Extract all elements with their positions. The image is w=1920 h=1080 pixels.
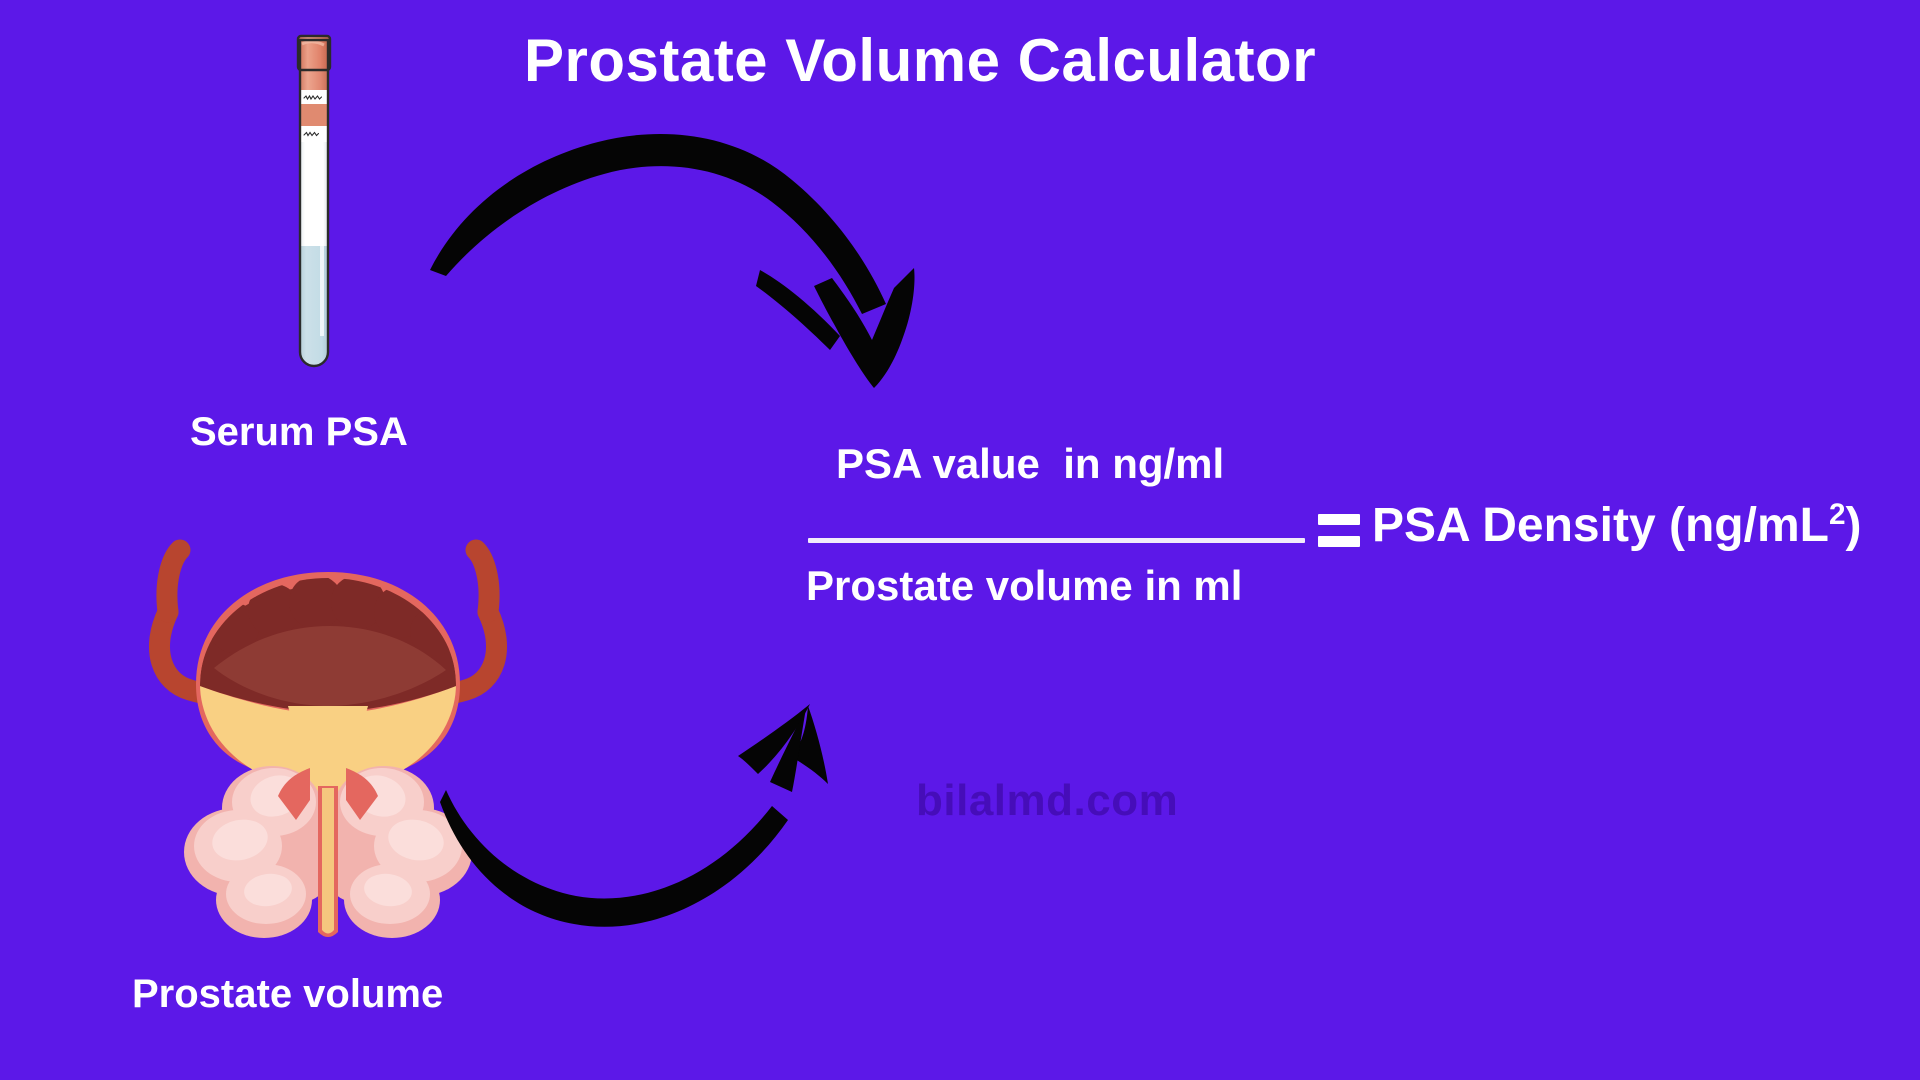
formula-result: PSA Density (ng/mL2) bbox=[1372, 498, 1861, 553]
bladder-prostate-anatomy-illustration bbox=[149, 539, 507, 938]
formula-numerator: PSA value in ng/ml bbox=[836, 440, 1225, 487]
label-prostate-volume: Prostate volume bbox=[132, 972, 444, 1016]
formula-result-superscript: 2 bbox=[1828, 498, 1846, 531]
fraction-bar bbox=[808, 538, 1305, 543]
curved-arrow-up-right-icon bbox=[440, 704, 828, 927]
psa-density-formula: PSA value in ng/ml Prostate volume in ml… bbox=[806, 440, 1906, 620]
formula-result-text: PSA Density (ng/mL bbox=[1372, 499, 1829, 552]
formula-result-close-paren: ) bbox=[1845, 499, 1862, 552]
watermark: bilalmd.com bbox=[916, 776, 1179, 825]
curved-arrow-down-right-icon bbox=[430, 133, 915, 388]
formula-denominator: Prostate volume in ml bbox=[806, 562, 1243, 609]
page-title: Prostate Volume Calculator bbox=[523, 27, 1317, 94]
serum-psa-test-tube-icon bbox=[296, 34, 332, 368]
label-serum-psa: Serum PSA bbox=[190, 410, 408, 454]
equals-sign-icon bbox=[1318, 514, 1360, 548]
